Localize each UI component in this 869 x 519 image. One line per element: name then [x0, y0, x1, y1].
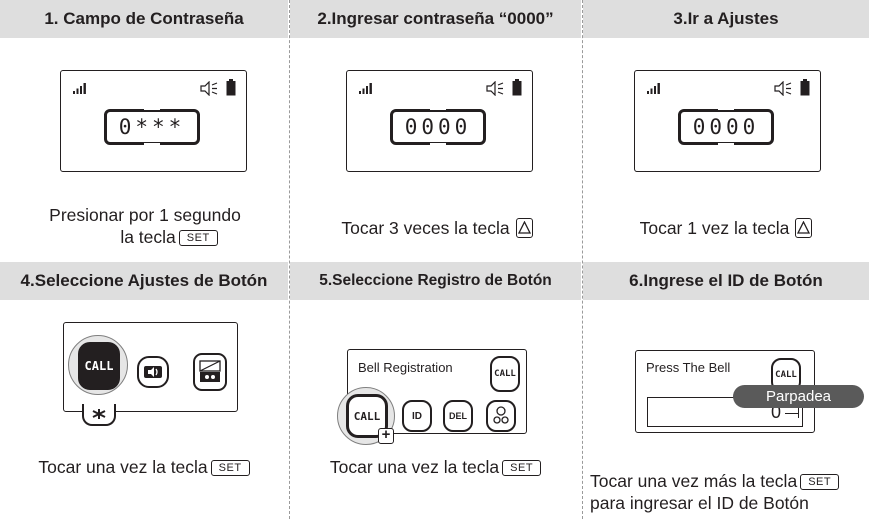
blink-badge: Parpadea [733, 385, 864, 408]
screen-title: Bell Registration [358, 360, 453, 375]
id-button-icon: ID [402, 400, 432, 432]
id-value: 0 [771, 402, 782, 422]
password-value: 0000 [692, 115, 760, 139]
call-label: CALL [494, 369, 516, 379]
step-2-description: Tocar 3 veces la tecla [292, 217, 582, 239]
set-key-icon: SET [178, 230, 218, 246]
call-plus-button-icon: CALL [346, 394, 388, 438]
battery-icon [512, 79, 522, 96]
screen-title: Press The Bell [646, 360, 731, 375]
message-setting-icon [193, 353, 227, 391]
password-value: 0000 [404, 115, 472, 139]
desc-line: Tocar una vez la tecla [38, 457, 208, 477]
step-3-description: Tocar 1 vez la tecla [583, 217, 869, 239]
desc-line: Tocar una vez la tecla [329, 457, 500, 477]
password-value: 0*** [118, 115, 186, 139]
step-1-header: 1. Campo de Contraseña [0, 0, 288, 38]
divider [582, 0, 583, 519]
field-notch [144, 107, 160, 110]
set-key-icon: SET [210, 460, 250, 476]
call-button-icon: CALL [78, 342, 120, 390]
partial-setting-icon [82, 404, 116, 426]
signal-icon [359, 83, 372, 94]
call-label: CALL [84, 359, 114, 373]
step-4-header: 4.Seleccione Ajustes de Botón [0, 262, 288, 300]
lcd-screen-step2: 0000 [346, 70, 533, 172]
delete-button-icon: DEL [443, 400, 473, 432]
desc-line: para ingresar el ID de Botón [590, 493, 809, 513]
cursor-tick [798, 400, 800, 418]
password-field: 0*** [104, 109, 200, 145]
cursor-line [785, 413, 799, 415]
signal-icon [647, 83, 660, 94]
password-field: 0000 [678, 109, 774, 145]
lcd-screen-step1: 0*** [60, 70, 247, 172]
speaker-setting-icon [137, 356, 169, 388]
field-notch [718, 143, 734, 146]
step-6-header: 6.Ingrese el ID de Botón [583, 262, 869, 300]
set-key-icon: SET [502, 460, 542, 476]
desc-line: Tocar 1 vez la tecla [639, 218, 790, 238]
desc-line: Tocar una vez más la tecla [590, 471, 798, 491]
field-notch [430, 143, 446, 146]
plus-icon: + [378, 427, 394, 444]
speaker-muted-icon [486, 81, 504, 96]
step-2-header: 2.Ingresar contraseña “0000” [290, 0, 581, 38]
id-label: ID [412, 410, 422, 422]
field-notch [430, 107, 446, 110]
speaker-muted-icon [200, 81, 218, 96]
battery-icon [226, 79, 236, 96]
step-5-header: 5.Seleccione Registro de Botón [290, 262, 581, 300]
password-field: 0000 [390, 109, 486, 145]
del-label: DEL [449, 411, 467, 421]
field-notch [718, 107, 734, 110]
call-label: CALL [775, 370, 797, 380]
field-notch [144, 143, 160, 146]
signal-icon [73, 83, 86, 94]
up-key-icon [795, 218, 813, 238]
step-3-header: 3.Ir a Ajustes [583, 0, 869, 38]
reset-button-icon [486, 400, 516, 432]
lcd-screen-step3: 0000 [634, 70, 821, 172]
battery-icon [800, 79, 810, 96]
divider [289, 0, 290, 519]
desc-line: la tecla [120, 227, 176, 247]
desc-line: Presionar por 1 segundo [49, 205, 241, 225]
set-key-icon: SET [800, 474, 840, 490]
call-button-icon: CALL [490, 356, 520, 392]
call-label: CALL [353, 409, 381, 423]
desc-line: Tocar 3 veces la tecla [341, 218, 510, 238]
speaker-muted-icon [774, 81, 792, 96]
up-key-icon [515, 218, 533, 238]
